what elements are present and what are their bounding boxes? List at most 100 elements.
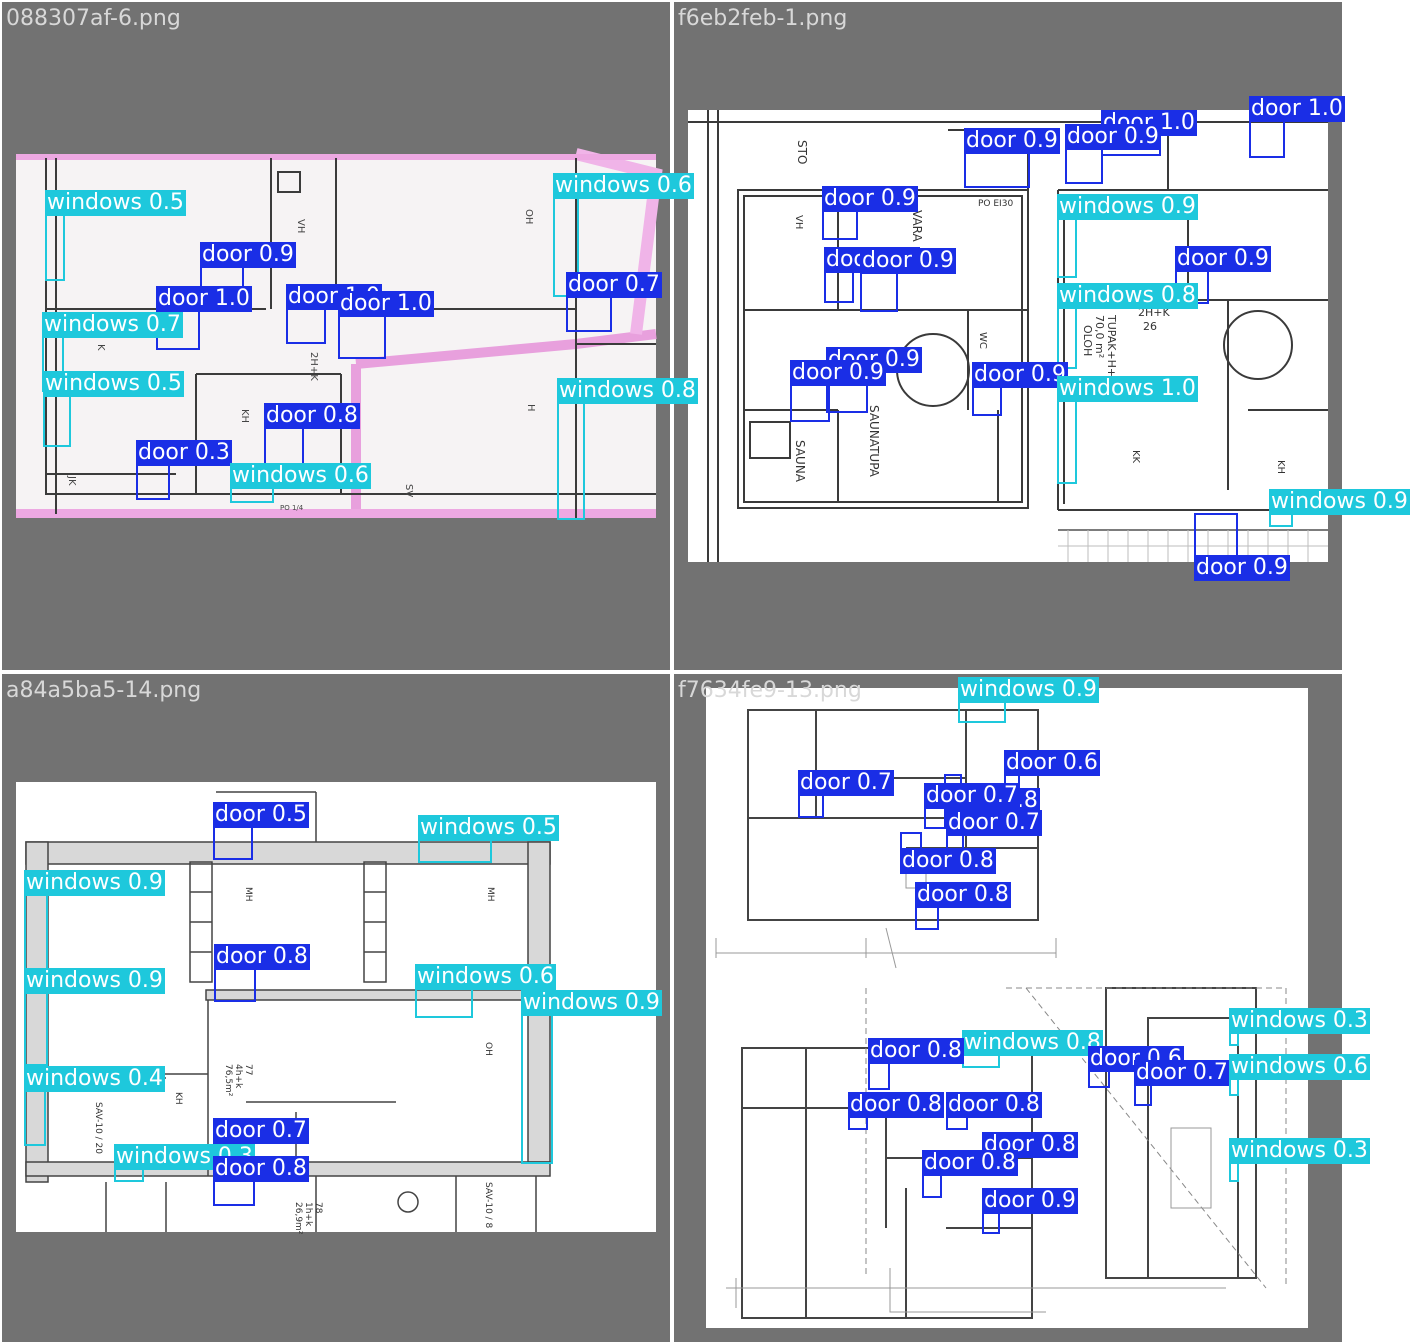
mosaic-tile-2: f6eb2feb-1.png STO VARA [674,2,1410,670]
detection-label: windows 0.8 [557,378,698,404]
detection-label: door 0.8 [264,403,360,429]
detection-box-door: door 0.8 [922,1150,1018,1198]
detection-box-door: door 0.8 [213,1156,309,1206]
detection-label: door 0.8 [915,882,1011,908]
detection-label: windows 0.9 [24,870,165,896]
detection-label: door 0.9 [1194,555,1290,581]
plan-label: OLOH [1081,325,1094,356]
detection-box-door: door 0.9 [1175,246,1271,304]
plan-label: VARA [910,210,924,243]
detection-box-door: door 1.0 [156,286,252,350]
detection-box-door: door 0.7 [566,272,662,332]
plan-label: 2H+K [308,352,319,381]
detection-label: door 0.9 [1175,246,1271,272]
detection-box-windows: windows 0.4 [24,1066,165,1146]
detection-label: windows 0.7 [42,312,183,338]
plan-label: VH [793,215,804,229]
plan-label: VH [295,219,306,233]
detection-label: windows 0.8 [1057,283,1198,309]
detection-box-door: door 0.9 [790,360,886,422]
detection-label: door 0.9 [790,360,886,386]
detection-box-door: door 0.8 [848,1092,944,1130]
detection-label: windows 0.5 [43,371,184,397]
detection-box-door: door 0.9 [972,362,1068,416]
mosaic-tile-4: f7634fe9-13.png windows 0.9 door 0.6 doo… [674,674,1370,1342]
floor-plan-image: STO VARA VH PO EI30 WC SAUNA SAUNATUPA 2… [688,110,1328,562]
detection-box-door: door 0.8 [946,1092,1042,1130]
detection-box-windows: windows 0.9 [1057,194,1198,278]
plan-label: 77 [243,1064,253,1075]
detection-label: door 0.9 [860,248,956,274]
detection-box-door: door 0.8 [868,1038,964,1090]
detection-label: door 0.7 [798,770,894,796]
plan-label: KH [239,409,250,423]
plan-label: PO EI30 [978,199,1013,209]
plan-label: TUPAK+H+S [1105,314,1118,384]
tile-filename: f6eb2feb-1.png [678,6,848,31]
detection-box-windows: windows 0.9 [958,677,1099,723]
plan-label: KH [1275,460,1286,474]
detection-label: door 0.8 [868,1038,964,1064]
detection-box-door: door 1.0 [338,291,434,359]
detection-label: door 0.8 [922,1150,1018,1176]
plan-label: JK [66,475,77,486]
plan-label: 78 [313,1202,323,1214]
detection-label: door 0.6 [1004,750,1100,776]
detection-label: door 0.9 [972,362,1068,388]
plan-label: 70,0 m² [1093,315,1106,358]
plan-label: 1h+k [303,1202,313,1227]
detection-label: door 0.3 [136,440,232,466]
detection-box-windows: windows 0.9 [1269,489,1410,527]
plan-label: KK [1130,450,1141,464]
detection-box-door: door 0.6 [1088,1046,1184,1088]
detection-box-door: door 0.8 [214,944,310,1002]
plan-label: SAV-10 / 8 [483,1182,493,1229]
floor-plan-drawing: STO VARA VH PO EI30 WC SAUNA SAUNATUPA 2… [688,110,1328,562]
plan-label: K [95,344,106,351]
detection-box-windows: windows 0.3 [114,1144,255,1182]
detection-box-windows: windows 0.6 [230,463,371,503]
detection-label: windows 0.6 [415,964,556,990]
detection-label: door 0.9 [964,128,1060,154]
plan-label: MH [243,887,253,902]
detection-label: door 0.8 [848,1092,944,1118]
detection-box-door: door 0.7 [946,810,1042,850]
detection-label: windows 0.8 [962,1030,1103,1056]
detection-box-door: door 0.3 [136,440,232,500]
detection-label: door 1.0 [338,291,434,317]
detection-box-windows: windows 0.8 [557,378,698,520]
detection-box-windows: windows 0.9 [24,968,165,1066]
detection-box-windows: windows 0.6 [553,173,694,297]
detection-label: door 0.8 [900,848,996,874]
plan-label: 4h+k [233,1064,243,1089]
tile-filename: f7634fe9-13.png [678,678,862,703]
detection-label: windows 1.0 [1057,376,1198,402]
detection-box-windows: windows 0.7 [42,312,183,392]
plan-label: SAUNATUPA [867,405,881,478]
detection-box-door: door 0.6 [1004,750,1100,792]
plan-label: PO 1/4 [280,504,304,512]
detection-box-door: door 0.9 [822,186,918,240]
plan-label: KH [173,1092,183,1105]
detection-box-windows: windows 1.0 [1057,376,1198,484]
plan-label: MH [485,887,495,902]
detection-box-windows: windows 0.3 [1229,1138,1370,1182]
detection-label: door 1.0 [1249,96,1345,122]
tile-filename: a84a5ba5-14.png [6,678,202,703]
detection-box-door: door 0.8 [900,832,996,874]
detection-label: door 0.8 [213,1156,309,1182]
detection-label: windows 0.9 [24,968,165,994]
plan-label: 76,5m² [223,1064,233,1097]
detection-box-door: door 0.9 [964,128,1060,188]
detection-box-door: door 0.9 [860,248,956,312]
detection-label: door 0.8 [214,944,310,970]
plan-label: SAUNA [793,440,807,483]
detection-box-door: door 0.9 [982,1188,1078,1234]
plan-label: OH [523,209,534,224]
detection-box-door: door 0.7 [798,770,894,818]
tile-filename: 088307af-6.png [6,6,181,31]
detection-label: windows 0.5 [45,190,186,216]
detection-label: door 0.7 [946,810,1042,836]
plan-label: 26 [1143,320,1157,333]
detection-box-windows: windows 0.6 [415,964,556,1018]
